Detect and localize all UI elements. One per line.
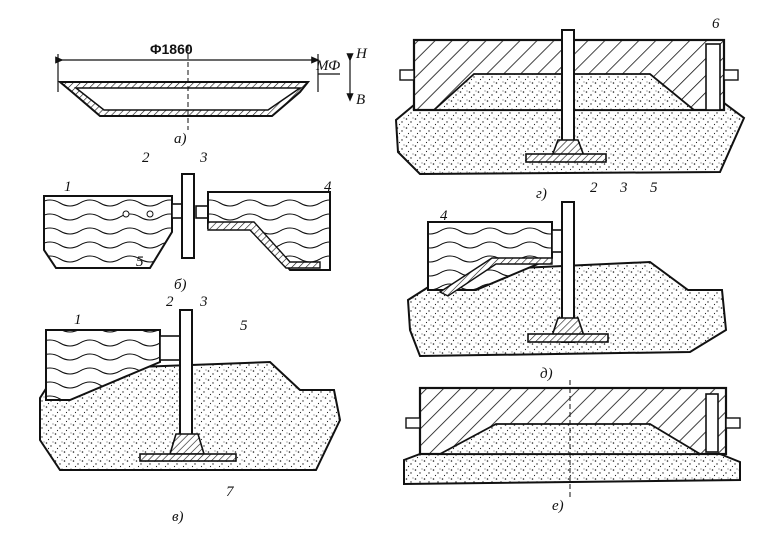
part-1-label-v: 1: [74, 312, 82, 328]
panel-g-caption: г): [536, 186, 547, 202]
part-2-label-d: 2: [590, 180, 598, 196]
part-3-label-v: 3: [199, 294, 208, 310]
panel-b-caption: б): [174, 277, 187, 293]
part-5-label-v: 5: [240, 318, 248, 334]
panel-g-flask: [394, 29, 746, 176]
panel-e-flask: [403, 380, 741, 498]
part-2-label-v: 2: [166, 294, 174, 310]
part-3-label-d: 3: [619, 180, 628, 196]
part-5-label-b: 5: [136, 254, 144, 270]
panel-v-moulding: [39, 309, 342, 471]
panel-d-caption: д): [540, 366, 553, 382]
down-label: В: [356, 92, 365, 108]
part-1-label-b: 1: [64, 179, 72, 195]
part-4-label-d: 4: [440, 208, 448, 224]
part-2-label-b: 2: [142, 150, 150, 166]
part-3-label-b: 3: [199, 150, 208, 166]
part-7-label-v: 7: [226, 484, 235, 500]
diameter-label: Φ1860: [150, 41, 193, 57]
panel-e-caption: е): [552, 498, 564, 514]
panel-a-caption: а): [174, 131, 187, 147]
mf-label: МФ: [315, 58, 340, 74]
part-5-label-d: 5: [650, 180, 658, 196]
panel-b-pattern-parts: [43, 173, 331, 271]
part-4-label-b: 4: [324, 179, 332, 195]
panel-a-casting: [55, 46, 354, 130]
panel-v-caption: в): [172, 509, 184, 525]
part-6-label-g: 6: [712, 16, 720, 32]
up-label: Н: [355, 46, 368, 62]
panel-d-moulding: [406, 201, 728, 358]
